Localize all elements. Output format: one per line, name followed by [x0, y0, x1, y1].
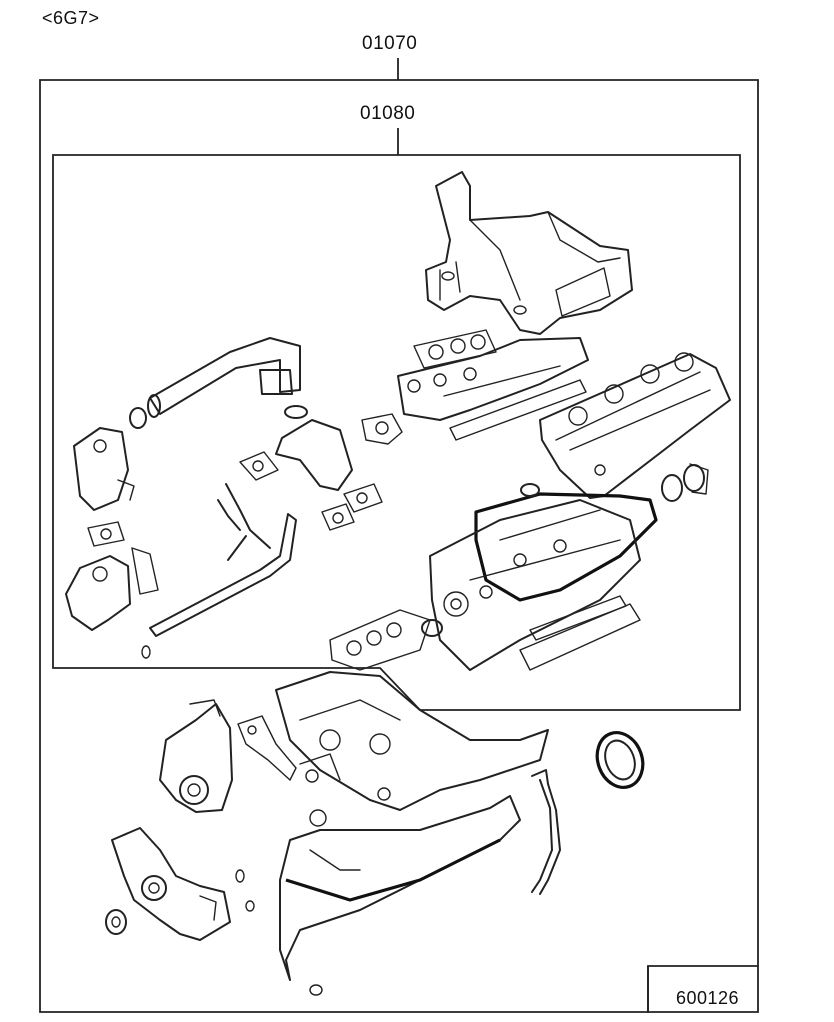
- head-gasket-icon: [329, 595, 641, 671]
- engine-code-label: <6G7>: [42, 8, 100, 28]
- part-number-01070: 01070: [362, 33, 418, 54]
- long-water-tube-icon: [149, 483, 297, 637]
- crankshaft-seal-icon: [595, 731, 645, 789]
- engine-block-icon: [275, 671, 549, 811]
- throttle-gasket-icon: [361, 413, 403, 445]
- part-number-01080: 01080: [360, 103, 416, 124]
- diagram-reference-number: 600126: [676, 988, 740, 1008]
- water-outlet-fitting-icon: [239, 419, 383, 531]
- inner-set-frame: [52, 128, 741, 711]
- rocker-cover-gasket-icon: [474, 483, 658, 602]
- oil-dipstick-icon: [531, 769, 561, 895]
- rocker-cover-icon: [539, 352, 731, 499]
- plenum-gasket-icon: [413, 329, 497, 369]
- thermostat-housing-icon: [65, 427, 159, 659]
- outer-set-frame: [39, 58, 759, 1013]
- oil-pan-icon: [279, 795, 521, 996]
- lower-intake-manifold-icon: [397, 337, 589, 441]
- water-pump-icon: [159, 699, 297, 813]
- cylinder-head-icon: [421, 499, 641, 671]
- tube-seal-icon: [661, 463, 709, 502]
- timing-cover-icon: [105, 827, 255, 941]
- intake-manifold-icon: [425, 171, 633, 335]
- water-pipe-icon: [129, 337, 308, 429]
